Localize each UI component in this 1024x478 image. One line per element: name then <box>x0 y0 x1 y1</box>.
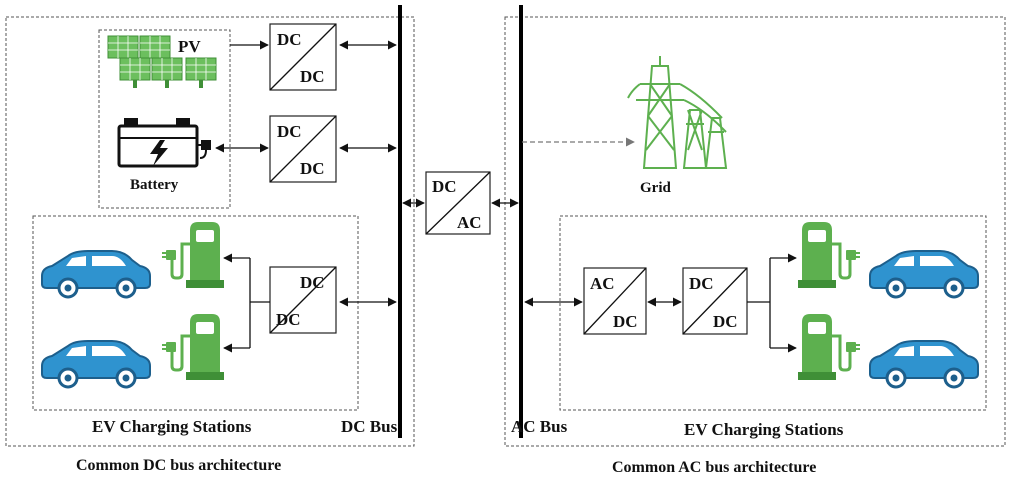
charging-pump-icon <box>160 312 226 382</box>
svg-text:DC: DC <box>300 67 325 86</box>
ac-rectifier: AC DC <box>583 267 647 335</box>
caption-dc: Common DC bus architecture <box>76 457 281 474</box>
ev-car-icon <box>868 249 980 299</box>
dc-bus-label: DC Bus <box>341 417 398 436</box>
grid-label: Grid <box>640 180 671 196</box>
ac-side-dcdc: DC DC <box>682 267 748 335</box>
ev-left-label: EV Charging Stations <box>92 417 252 436</box>
svg-text:AC: AC <box>590 274 615 293</box>
svg-text:DC: DC <box>277 30 302 49</box>
ac-bus-label: AC Bus <box>511 417 568 436</box>
svg-text:DC: DC <box>300 273 325 292</box>
battery-label: Battery <box>130 177 179 193</box>
charging-pump-icon <box>796 312 862 382</box>
svg-text:DC: DC <box>277 122 302 141</box>
grid-tower-icon <box>627 56 728 169</box>
left-ev-distribution <box>223 253 270 353</box>
source-group-frame <box>98 29 231 209</box>
svg-text:AC: AC <box>457 213 482 232</box>
ev-right-group-frame <box>559 215 987 411</box>
ev-left-group-frame <box>32 215 359 411</box>
svg-text:DC: DC <box>689 274 714 293</box>
ev-car-icon <box>868 339 980 389</box>
battery-icon <box>117 118 211 168</box>
interlink-converter: DC AC <box>425 171 491 235</box>
caption-ac: Common AC bus architecture <box>612 459 816 476</box>
ev-car-icon <box>40 339 152 389</box>
svg-text:DC: DC <box>432 177 457 196</box>
charging-pump-icon <box>160 220 226 290</box>
svg-text:DC: DC <box>300 159 325 178</box>
dc-architecture-frame <box>5 16 415 447</box>
svg-text:DC: DC <box>276 310 301 329</box>
ev-right-label: EV Charging Stations <box>684 420 844 439</box>
battery-converter: DC DC <box>269 115 337 183</box>
ac-architecture-frame <box>504 16 1006 447</box>
right-ev-distribution <box>747 253 797 353</box>
charging-pump-icon <box>796 220 862 290</box>
svg-text:DC: DC <box>613 312 638 331</box>
ev-dc-converter: DC DC <box>269 266 337 334</box>
pv-label: PV <box>178 37 201 56</box>
svg-text:DC: DC <box>713 312 738 331</box>
ev-car-icon <box>40 249 152 299</box>
pv-converter: DC DC <box>269 23 337 91</box>
